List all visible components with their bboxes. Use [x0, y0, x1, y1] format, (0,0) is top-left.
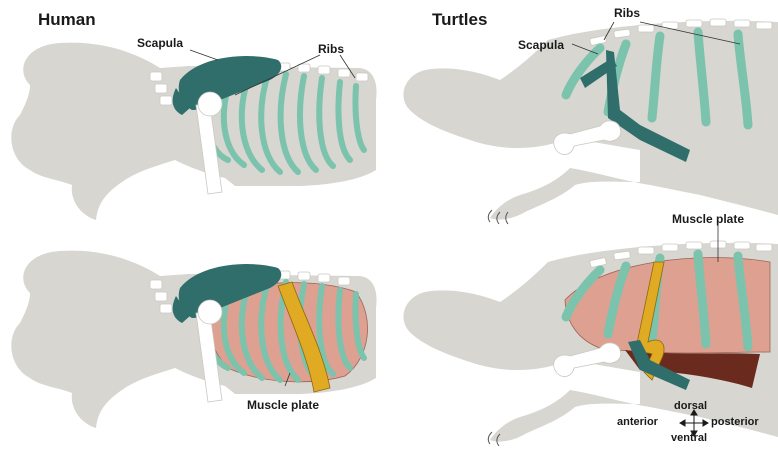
compass-dorsal: dorsal: [674, 400, 707, 412]
turtle-body: [403, 21, 778, 220]
scapula-label-human: Scapula: [137, 36, 183, 50]
turtles-title: Turtles: [432, 10, 487, 30]
compass-anterior: anterior: [617, 416, 658, 428]
human-top-panel: [11, 43, 376, 220]
muscle-plate-label-turtle: Muscle plate: [672, 212, 744, 226]
human-title: Human: [38, 10, 96, 30]
human-bottom-panel: [11, 251, 376, 428]
muscle-plate-label-human: Muscle plate: [247, 398, 319, 412]
ribs-label-turtle: Ribs: [614, 6, 640, 20]
compass-posterior: posterior: [711, 416, 759, 428]
turtle-top-panel: [403, 19, 778, 224]
turtle-bottom-panel: [403, 225, 778, 446]
ribs-label-human: Ribs: [318, 42, 344, 56]
scapula-label-turtle: Scapula: [518, 38, 564, 52]
compass-ventral: ventral: [671, 432, 707, 444]
